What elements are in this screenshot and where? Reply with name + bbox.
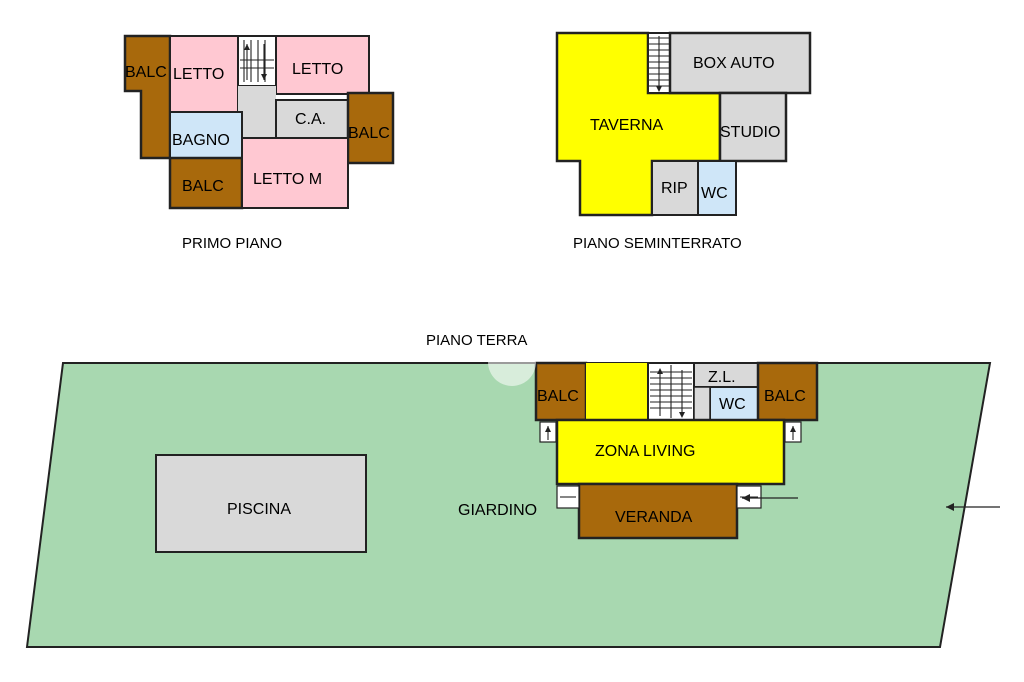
basement-rip [651,160,699,216]
ground-floor-balcony-right [756,361,819,422]
first-floor-hallway [238,86,276,138]
pool [155,454,367,553]
step-arrow-up-icon [790,426,796,432]
first-floor-master-bedroom-label: LETTO M [253,171,322,188]
first-floor-plan [123,34,395,210]
ground-floor-veranda-label: VERANDA [615,509,693,526]
ground-floor-caption: PIANO TERRA [426,332,527,349]
basement-studio [718,91,788,163]
first-floor-balcony-right-label: BALC [348,125,390,142]
first-floor-ca-label: C.A. [295,111,326,128]
ground-floor-zl-label: Z.L. [708,369,736,386]
ground-floor-living-upper [586,363,648,423]
first-floor-bathroom [169,111,243,159]
decorative-circle [488,338,536,386]
first-floor-bathroom-label: BAGNO [172,132,230,149]
step-arrow-up-icon [545,426,551,432]
stair-arrow-down-icon [261,74,267,80]
basement-studio-label: STUDIO [720,124,780,141]
stair-arrow-down-icon [656,86,662,92]
ground-floor-wc-passage [693,386,711,421]
ground-floor-plan [25,338,1000,648]
basement-box-auto-label: BOX AUTO [693,55,775,72]
first-floor-balcony-left [123,34,172,160]
stair-arrow-up-icon [244,44,250,50]
first-floor-bedroom-1-label: LETTO [173,66,224,83]
basement-box-auto [668,31,812,95]
stair-arrow-down-icon [679,412,685,418]
ground-floor-balcony-left [534,361,588,422]
first-floor-balcony-left-label: BALC [125,64,167,81]
ground-floor-balcony-left-label: BALC [537,388,579,405]
basement-wc [697,160,737,216]
first-floor-master-bedroom [241,137,349,209]
basement-plan [555,31,812,217]
first-floor-bedroom-2-label: LETTO [292,61,343,78]
first-floor-balcony-right [346,91,395,165]
ground-floor-wc-label: WC [719,396,746,413]
garden-entrance-arrow-icon [946,503,1000,511]
ground-floor-zl [693,362,759,388]
ground-floor-balcony-right-label: BALC [764,388,806,405]
stair-arrow-up-icon [657,368,663,374]
ground-floor-living [555,418,786,486]
ground-floor-veranda [577,482,739,540]
first-floor-balcony-bottom-label: BALC [182,178,224,195]
basement-taverna-label: TAVERNA [590,117,664,134]
pool-label: PISCINA [227,501,291,518]
first-floor-caption: PRIMO PIANO [182,235,282,252]
basement-rip-label: RIP [661,180,688,197]
garden-label: GIARDINO [458,502,537,519]
basement-wc-label: WC [701,185,728,202]
stair-markings [240,36,796,498]
ground-floor-wc [709,386,759,421]
entrance-arrow-icon [742,494,798,502]
ground-floor-living-label: ZONA LIVING [595,443,695,460]
first-floor-bedroom-2 [275,35,370,95]
basement-caption: PIANO SEMINTERRATO [573,235,742,252]
first-floor-bedroom-1 [169,35,239,113]
